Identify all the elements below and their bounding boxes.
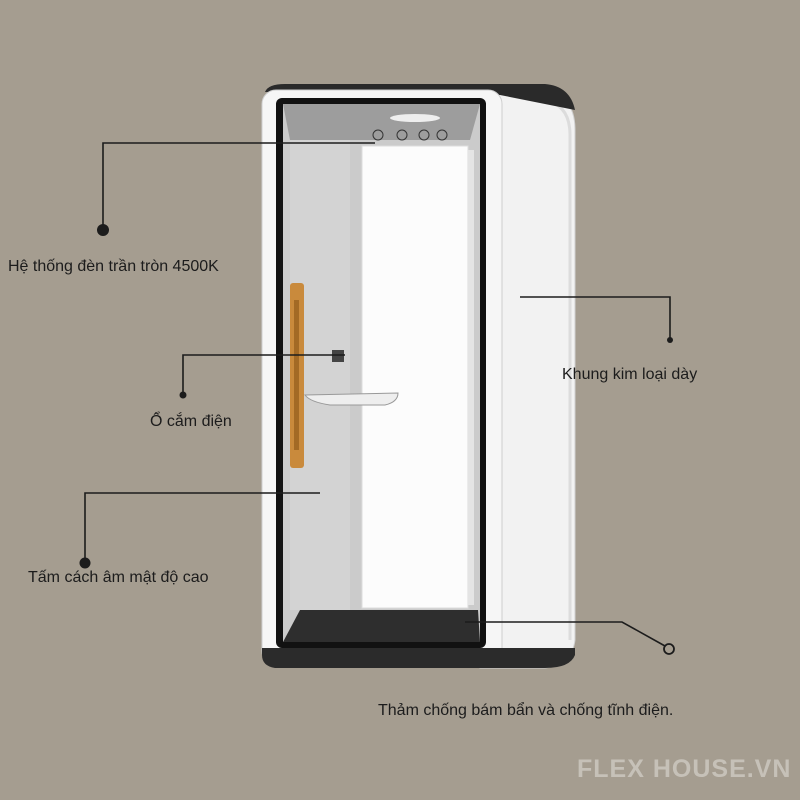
door-glass: [361, 145, 469, 609]
callout-dot: [663, 643, 675, 655]
ceiling-light: [390, 114, 440, 122]
callout-dot: [79, 557, 91, 569]
callout-dot: [667, 337, 673, 343]
control-panel: [372, 114, 448, 141]
desk: [304, 392, 399, 406]
callout-ceiling-light: Hệ thống đèn trần tròn 4500K: [8, 258, 219, 275]
phone-booth: [261, 84, 576, 669]
watermark: FLEX HOUSE.VN: [577, 755, 792, 783]
carpet: [283, 610, 480, 642]
callout-acoustic-panel: Tấm cách âm mật độ cao: [28, 569, 209, 586]
callout-dot: [97, 224, 109, 236]
callout-carpet: Thảm chống bám bẩn và chống tĩnh điện.: [378, 702, 674, 719]
callout-power-outlet: Ổ cắm điện: [150, 413, 232, 430]
callout-metal-frame: Khung kim loại dày: [562, 366, 698, 383]
power-outlet: [332, 350, 344, 362]
callout-lines: [84, 142, 671, 647]
callout-dot: [179, 391, 187, 399]
